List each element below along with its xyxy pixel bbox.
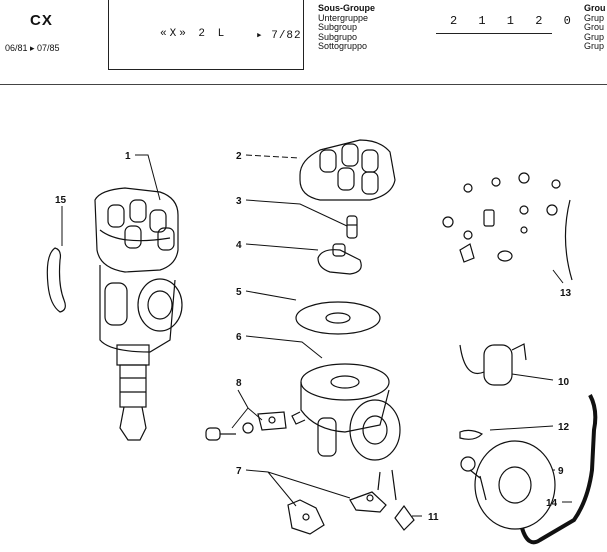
subgroup-label-es: Subgrupo xyxy=(318,31,358,42)
callout-1: 1 xyxy=(125,151,131,162)
group-label-en: Grou xyxy=(584,22,605,33)
version-date: ▸ 7/82 xyxy=(256,30,302,42)
dust-shield xyxy=(295,301,381,335)
contact-breaker-set xyxy=(287,469,397,535)
fixing-screws xyxy=(205,411,287,441)
group-labels: Grou Grup Grou Grup Grup xyxy=(584,3,606,52)
model-name: CX xyxy=(30,12,53,29)
subgroup-label-de: Untergruppe xyxy=(318,12,369,23)
leader-5 xyxy=(245,290,297,301)
version-label: «X» 2 L xyxy=(160,28,228,40)
leader-lines xyxy=(61,154,572,517)
carbon-brush xyxy=(346,215,358,239)
code-underline xyxy=(436,33,552,34)
leader-2 xyxy=(245,154,301,159)
leader-13 xyxy=(552,269,564,284)
callout-7: 7 xyxy=(236,466,242,477)
subgroup-label-fr: Sous-Groupe xyxy=(318,3,376,13)
spring-clip xyxy=(459,429,484,440)
version-box xyxy=(108,0,304,70)
callout-15: 15 xyxy=(55,195,67,206)
header-divider xyxy=(0,84,607,85)
group-label-de: Grup xyxy=(584,12,605,23)
callout-13: 13 xyxy=(560,288,572,299)
callout-14: 14 xyxy=(546,498,558,509)
leader-12 xyxy=(489,425,554,431)
callout-10: 10 xyxy=(558,377,570,388)
lead-wire xyxy=(394,504,415,531)
leader-4 xyxy=(245,243,319,251)
callout-12: 12 xyxy=(558,422,570,433)
subgroup-code: 2 1 1 2 0 xyxy=(450,14,578,28)
leader-1 xyxy=(135,154,161,201)
subgroup-label-en: Subgroup xyxy=(318,22,358,33)
leader-8 xyxy=(231,389,263,429)
retaining-clip xyxy=(46,247,66,313)
rotor-arm xyxy=(317,243,362,275)
group-label-es: Grup xyxy=(584,31,605,42)
distributor-cap xyxy=(299,139,396,201)
subgroup-labels: Sous-Groupe Untergruppe Subgroup Subgrup… xyxy=(318,3,376,52)
condenser xyxy=(459,343,527,386)
callout-5: 5 xyxy=(236,287,242,298)
leader-10 xyxy=(511,373,554,381)
distributor-body xyxy=(291,363,401,461)
callout-8: 8 xyxy=(236,378,242,389)
callout-9: 9 xyxy=(558,466,564,477)
distributor-assembly xyxy=(94,187,183,441)
callout-4: 4 xyxy=(236,240,242,251)
production-dates: 06/81 ▸ 07/85 xyxy=(5,43,60,53)
hose xyxy=(520,394,598,545)
leader-6 xyxy=(245,335,323,359)
leader-3 xyxy=(245,199,348,227)
vacuum-capsule xyxy=(460,440,556,530)
group-label-fr: Grou xyxy=(584,3,606,13)
callout-6: 6 xyxy=(236,332,242,343)
leader-7 xyxy=(245,469,351,507)
callout-11: 11 xyxy=(428,512,439,523)
callout-3: 3 xyxy=(236,196,242,207)
subgroup-label-it: Sottogruppo xyxy=(318,41,368,52)
group-label-it: Grup xyxy=(584,41,605,52)
callout-2: 2 xyxy=(236,151,242,162)
screw-kit xyxy=(442,172,573,281)
